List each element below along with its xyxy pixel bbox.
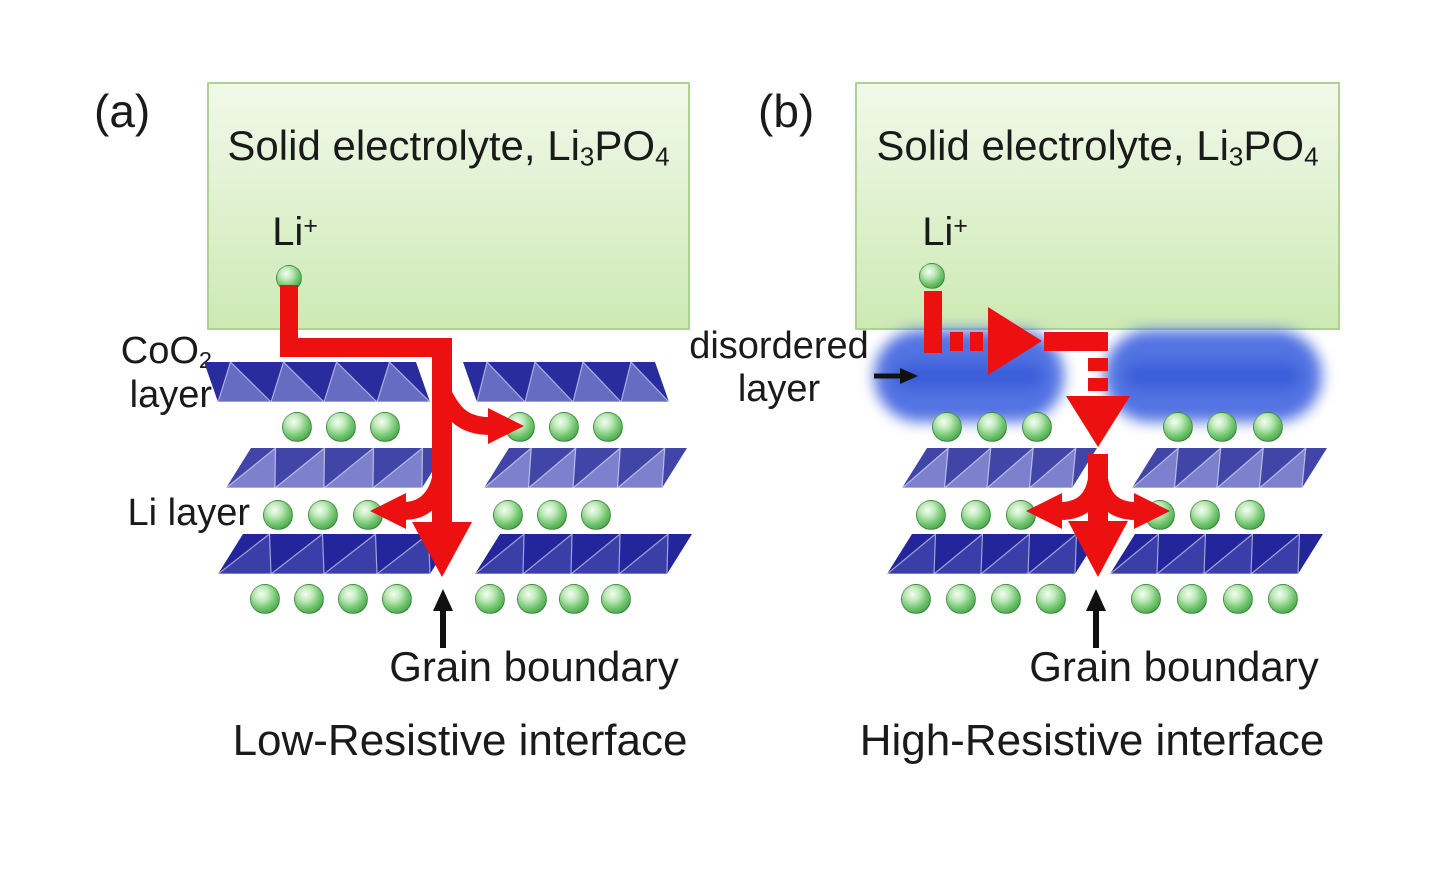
li-layer-label: Li layer: [127, 492, 251, 534]
coo2-slab-graphic: [1108, 532, 1323, 575]
li-ion: [946, 584, 976, 614]
li-ion: [991, 584, 1021, 614]
coo2-slab-graphic: [224, 446, 447, 489]
grain-boundary-label-b: Grain boundary: [1029, 643, 1319, 690]
li-ion: [916, 500, 946, 530]
electrolyte-title-a: Solid electrolyte, Li3PO4: [227, 122, 670, 172]
interface-label-a: Low-Resistive interface: [232, 716, 688, 765]
li-ion: [1190, 500, 1220, 530]
li-ion: [977, 412, 1007, 442]
li-ion: [1223, 584, 1253, 614]
disordered-layer-blob-core: [1126, 364, 1300, 388]
disordered-layer-label-line1: disordered: [689, 325, 869, 367]
li-ion: [493, 500, 523, 530]
li-ion: [308, 500, 338, 530]
li-ion: [1131, 584, 1161, 614]
li-ion: [282, 412, 312, 442]
li-ion: [1036, 584, 1066, 614]
grain-boundary-label-a: Grain boundary: [389, 643, 679, 690]
coo2-slab-graphic: [1130, 446, 1327, 489]
grain-boundary-arrow-a: [433, 589, 453, 648]
electrolyte-box-a: [207, 82, 690, 330]
li-ion-b: [919, 263, 945, 289]
li-ion: [559, 584, 589, 614]
disordered-layer-label-line2: layer: [737, 367, 821, 410]
li-ion: [1207, 412, 1237, 442]
li-ion: [370, 412, 400, 442]
coo2-slab-graphic: [900, 446, 1097, 489]
disordered-layer-label: disordered layer: [654, 325, 904, 410]
li-ion: [549, 412, 579, 442]
li-ion: [901, 584, 931, 614]
li-ion: [294, 584, 324, 614]
disordered-layer-blob-core: [896, 364, 1042, 388]
li-ion: [1177, 584, 1207, 614]
li-ion-a: [276, 265, 302, 291]
li-ion: [1006, 500, 1036, 530]
grain-boundary-arrow-b: [1086, 589, 1106, 648]
coo2-layer-label-line2: layer: [129, 373, 212, 416]
li-ion: [601, 584, 631, 614]
coo2-slab-graphic: [463, 360, 671, 403]
li-ion: [338, 584, 368, 614]
coo2-slab-graphic: [885, 532, 1100, 575]
li-ion: [475, 584, 505, 614]
li-ion: [537, 500, 567, 530]
li-ion: [581, 500, 611, 530]
coo2-layer-label-line1: CoO2: [120, 330, 212, 374]
li-ion: [505, 412, 535, 442]
li-ion: [382, 584, 412, 614]
li-ion: [932, 412, 962, 442]
li-ion: [1145, 500, 1175, 530]
li-ion: [961, 500, 991, 530]
coo2-layer-label: CoO2 layer: [60, 330, 212, 416]
li-ion: [1022, 412, 1052, 442]
li-ion: [1235, 500, 1265, 530]
li-ion: [353, 500, 383, 530]
electrolyte-title-b: Solid electrolyte, Li3PO4: [876, 122, 1319, 172]
li-ion: [263, 500, 293, 530]
coo2-slab-graphic: [216, 532, 455, 575]
coo2-slab-graphic: [482, 446, 687, 489]
coo2-slab-graphic: [473, 532, 692, 575]
interface-label-b: High-Resistive interface: [859, 716, 1325, 765]
li-ion: [517, 584, 547, 614]
li-ion: [1268, 584, 1298, 614]
li-ion: [1163, 412, 1193, 442]
li-ion: [250, 584, 280, 614]
electrolyte-box-b: [855, 82, 1340, 330]
panel-b-label: (b): [758, 85, 815, 137]
li-ion-label-b: Li+: [922, 210, 968, 254]
panel-a-label: (a): [94, 85, 151, 137]
li-ion: [1253, 412, 1283, 442]
coo2-slab-graphic: [204, 360, 432, 403]
disordered-layer-blob-right: [1104, 330, 1322, 422]
li-ion-label-a: Li+: [272, 210, 318, 254]
li-ion: [326, 412, 356, 442]
li-ion: [593, 412, 623, 442]
